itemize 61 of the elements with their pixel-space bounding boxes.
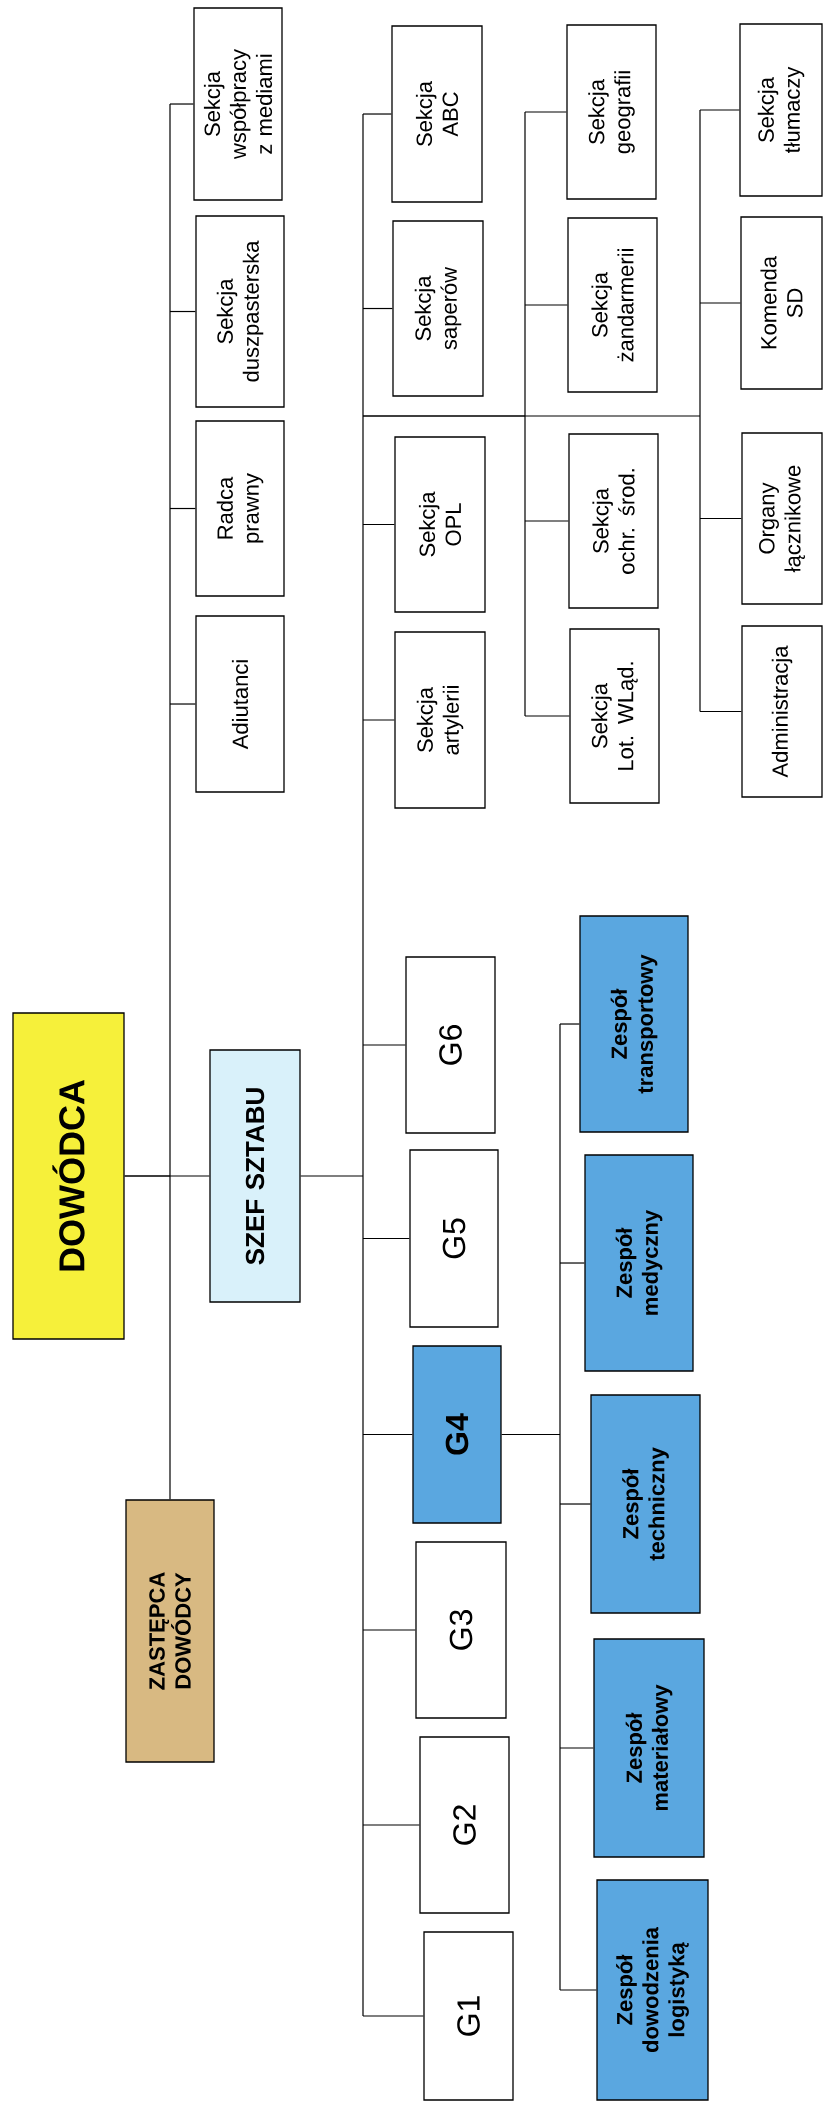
connector-line: [524, 304, 568, 306]
connector-line: [699, 517, 742, 520]
org-box: G1: [423, 1931, 514, 2101]
connector-line: [362, 1824, 420, 1826]
org-box: Sekcja Lot. WLąd.: [569, 628, 660, 804]
connector-line: [124, 1175, 210, 1177]
org-box: Zespół dowodzenia logistyką: [596, 1879, 709, 2101]
org-box: SZEF SZTABU: [209, 1049, 301, 1303]
org-box: G4: [412, 1345, 502, 1524]
org-box: G2: [419, 1736, 510, 1914]
org-box: Zespół transportowy: [579, 915, 689, 1133]
org-box: Zespół medyczny: [584, 1154, 694, 1372]
org-box: Komenda SD: [740, 216, 823, 390]
connector-line: [559, 1747, 594, 1749]
org-box: Sekcja OPL: [394, 436, 486, 613]
connector-line: [362, 2015, 424, 2017]
org-box: Radca prawny: [195, 420, 285, 597]
org-box: Sekcja saperów: [392, 220, 484, 397]
org-box: Zespół techniczny: [590, 1394, 701, 1614]
org-box: Sekcja ochr. środ.: [568, 433, 659, 609]
connector-line: [362, 523, 395, 526]
org-box: ZASTĘPCA DOWÓDCY: [125, 1499, 215, 1763]
connector-line: [699, 710, 742, 713]
connector-line: [501, 1023, 561, 1991]
org-box: G5: [409, 1149, 499, 1328]
connector-line: [559, 1503, 591, 1505]
connector-line: [362, 1629, 416, 1631]
org-box: Sekcja żandarmerii: [567, 217, 658, 393]
org-box: Organy łącznikowe: [741, 432, 823, 605]
connector-line: [362, 109, 701, 713]
connector-line: [524, 715, 570, 717]
connector-line: [524, 520, 569, 522]
org-box: Administracja: [741, 625, 823, 798]
org-box: G3: [415, 1541, 507, 1719]
connector-line: [559, 1989, 597, 1991]
connector-line: [169, 507, 196, 510]
connector-line: [559, 1262, 585, 1264]
connector-line: [362, 1433, 413, 1436]
org-box: Sekcja współpracy z mediami: [193, 7, 283, 201]
connector-line: [362, 1044, 406, 1046]
connector-line: [169, 310, 196, 313]
connector-line: [362, 113, 392, 115]
connector-line: [559, 1023, 580, 1025]
org-box: Sekcja artylerii: [394, 631, 486, 809]
org-box: Sekcja geografii: [566, 24, 657, 200]
org-box: Adiutanci: [195, 615, 285, 793]
org-box: G6: [405, 956, 496, 1134]
connector-line: [362, 1237, 410, 1240]
org-box: Sekcja ABC: [391, 25, 483, 203]
connector-line: [699, 302, 741, 304]
org-box: Zespół materiałowy: [593, 1638, 705, 1858]
connector-line: [300, 113, 364, 2017]
org-box: Sekcja duszpasterska: [195, 215, 285, 408]
connector-line: [362, 719, 395, 721]
org-box: DOWÓDCA: [12, 1012, 125, 1340]
connector-line: [699, 109, 740, 111]
connector-line: [169, 103, 194, 105]
connector-line: [362, 307, 393, 310]
connector-line: [524, 111, 567, 113]
org-box: Sekcja tłumaczy: [739, 23, 823, 197]
connector-line: [169, 703, 196, 705]
